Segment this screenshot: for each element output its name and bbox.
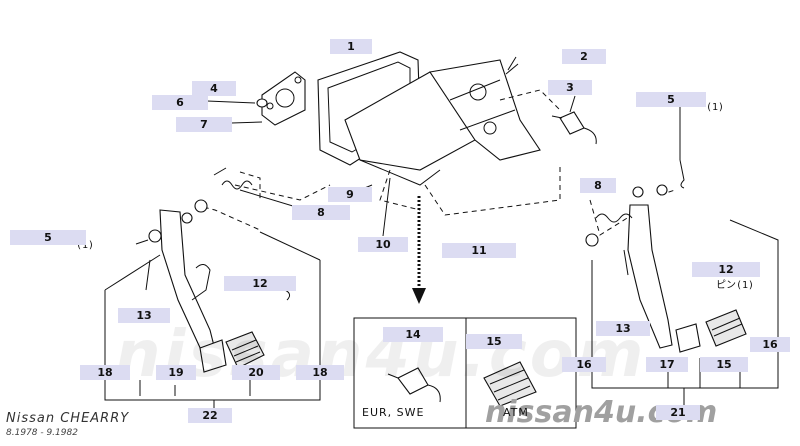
callout-4[interactable]: 4 (192, 81, 236, 96)
pedal-bracket-drawing (317, 51, 541, 186)
right-pedal-drawing (585, 159, 747, 353)
callout-13-left[interactable]: 13 (118, 308, 170, 323)
inset-label-atm: ATM (503, 406, 529, 419)
inset-box (353, 317, 577, 429)
pin-note: ピン(1) (716, 280, 755, 291)
callout-9[interactable]: 9 (328, 187, 372, 202)
callout-18-left[interactable]: 18 (80, 365, 130, 380)
callout-5-left[interactable]: 5 (10, 230, 86, 245)
callout-10[interactable]: 10 (358, 237, 408, 252)
gasket-plate-drawing (256, 71, 306, 126)
callout-12-right[interactable]: 12 (692, 262, 760, 277)
callout-6[interactable]: 6 (152, 95, 208, 110)
left-pedal-drawing (145, 209, 291, 373)
callout-17[interactable]: 17 (646, 357, 688, 372)
callout-7[interactable]: 7 (176, 117, 232, 132)
screw-drawing (505, 63, 519, 75)
return-spring-drawing (148, 167, 253, 243)
production-years: 8.1978 - 9.1982 (6, 428, 78, 438)
callout-8-right[interactable]: 8 (580, 178, 616, 193)
callout-14[interactable]: 14 (383, 327, 443, 342)
model-name: Nissan CHEARRY (6, 411, 130, 426)
callout-19[interactable]: 19 (156, 365, 196, 380)
inset-label-eur-swe: EUR, SWE (362, 406, 425, 419)
callout-11[interactable]: 11 (442, 243, 516, 258)
callout-1[interactable]: 1 (330, 39, 372, 54)
callout-5-right[interactable]: 5 (636, 92, 706, 107)
callout-12-left[interactable]: 12 (224, 276, 296, 291)
inset-pedal-pad-drawing (483, 361, 537, 407)
stop-lamp-switch-drawing (551, 111, 597, 145)
callout-2[interactable]: 2 (562, 49, 606, 64)
quantity-note-right: (1) (706, 102, 725, 113)
quantity-note-left: (1) (76, 240, 95, 251)
callout-13-right[interactable]: 13 (596, 321, 650, 336)
callout-20[interactable]: 20 (232, 365, 280, 380)
watermark-center: nissan4u.com (115, 318, 647, 392)
callout-22[interactable]: 22 (188, 408, 232, 423)
callout-18-right[interactable]: 18 (296, 365, 344, 380)
left-group-lines (104, 231, 321, 408)
callout-8-left[interactable]: 8 (292, 205, 350, 220)
inset-switch-drawing (387, 367, 441, 403)
callout-15-inset[interactable]: 15 (466, 334, 522, 349)
inset-arrow (412, 196, 426, 304)
callout-15-right[interactable]: 15 (700, 357, 748, 372)
callout-16-left[interactable]: 16 (562, 357, 606, 372)
callout-3[interactable]: 3 (548, 80, 592, 95)
callout-16-right[interactable]: 16 (750, 337, 790, 352)
callout-21[interactable]: 21 (656, 405, 700, 420)
exploded-view-lines (194, 89, 676, 236)
